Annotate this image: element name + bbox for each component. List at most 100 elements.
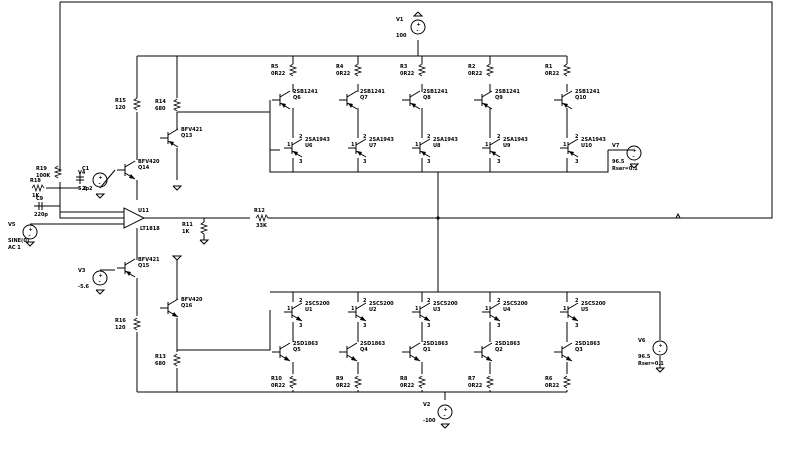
resistor-zigzag	[485, 375, 495, 389]
minus-sign: -	[99, 279, 101, 285]
resistor-value: 0R22	[545, 383, 560, 389]
pin-number: 3	[427, 323, 431, 329]
transistor-model: 2SD1863	[360, 341, 386, 347]
emitter-arrow	[351, 356, 357, 361]
source-circle	[92, 270, 108, 286]
resistor-zigzag	[288, 63, 298, 77]
upper-collector-bus	[269, 150, 609, 173]
transistor-ref: Q10	[575, 95, 587, 101]
pin-number: 3	[575, 159, 579, 165]
transistor-collector-lead	[167, 128, 179, 136]
emitter-arrow	[284, 356, 290, 361]
transistor-collector-lead	[481, 90, 493, 98]
minus-sign: -	[444, 413, 446, 419]
resistor-ref: R18	[30, 178, 41, 184]
pin-number: 2	[299, 298, 303, 304]
voltage-source-v2: +-V2-100	[423, 402, 453, 424]
opamp-u11-model: LT1818	[140, 226, 160, 232]
pin-number: 1	[485, 142, 489, 148]
transistor-collector-lead	[409, 342, 421, 350]
pin-number: 2	[427, 298, 431, 304]
resistor-ref: R2	[468, 64, 476, 70]
transistor-ref: U3	[433, 307, 441, 313]
resistor-zigzag	[353, 63, 363, 77]
emitter-arrow	[293, 151, 298, 156]
transistor-collector-lead	[489, 302, 501, 310]
ground-symbol	[199, 239, 210, 245]
emitter-arrow	[360, 316, 366, 321]
resistor-ref: R11	[182, 222, 193, 228]
transistor-ref: U7	[369, 143, 377, 149]
transistor-ref: Q7	[360, 95, 368, 101]
source-ref: V6	[638, 338, 646, 344]
transistor-ref: Q9	[495, 95, 503, 101]
source-value-2: Rser=0.1	[638, 361, 664, 367]
emitter-arrow	[414, 356, 420, 361]
resistor-ref: R7	[468, 376, 476, 382]
transistor-model: 2SC5200	[503, 301, 528, 307]
minus-sign: -	[417, 28, 419, 34]
capacitor-ref: C1	[82, 166, 90, 172]
pin-number: 3	[299, 159, 303, 165]
plus-sign: +	[444, 407, 448, 413]
emitter-arrow	[483, 103, 488, 108]
emitter-arrow	[126, 271, 131, 276]
resistor-ref: R6	[545, 376, 553, 382]
resistor-ref: R3	[400, 64, 408, 70]
resistor-value: 0R22	[336, 383, 351, 389]
source-circle	[626, 145, 642, 161]
emitter-arrow	[169, 141, 174, 146]
transistor-collector-lead	[481, 342, 493, 350]
transistor-model: BFV421	[138, 257, 160, 263]
source-ref: V3	[78, 268, 86, 274]
transistor-model: BFV421	[181, 127, 203, 133]
voltage-source-v3: +-V3-5.6	[78, 268, 108, 290]
transistor-ref: Q14	[138, 165, 150, 171]
plus-sign: +	[417, 22, 421, 28]
emitter-arrow	[348, 103, 353, 108]
ground-symbol	[25, 241, 36, 247]
transistor-model: 2SC5200	[581, 301, 606, 307]
source-value-2: AC 1	[8, 245, 21, 251]
transistor-model: 2SD1863	[423, 341, 449, 347]
ground-symbol	[172, 185, 183, 191]
transistor-model: BFV420	[181, 297, 203, 303]
transistor-model: 2SB1241	[495, 89, 520, 95]
pin-number: 3	[427, 159, 431, 165]
resistor-value: 120	[115, 105, 126, 111]
transistor-ref: U2	[369, 307, 377, 313]
transistor-collector-lead	[124, 258, 136, 266]
pin-number: 3	[299, 323, 303, 329]
resistor-ref: R12	[254, 208, 265, 214]
resistor-value: 120	[115, 325, 126, 331]
source-circle	[22, 224, 38, 240]
pin-number: 2	[363, 134, 367, 140]
ground-symbol	[95, 289, 106, 295]
pin-number: 2	[299, 134, 303, 140]
source-value: SINE(0)	[8, 238, 29, 244]
transistor-collector-lead	[291, 138, 303, 146]
transistor-ref: Q8	[423, 95, 431, 101]
capacitor-value: 220p	[34, 212, 48, 218]
plus-sign: +	[29, 227, 33, 233]
supply-arrow	[412, 11, 424, 17]
transistor-collector-lead	[346, 342, 358, 350]
transistor-model: 2SA1943	[581, 137, 606, 143]
transistor-ref: U10	[581, 143, 593, 149]
transistor-ref: Q1	[423, 347, 431, 353]
